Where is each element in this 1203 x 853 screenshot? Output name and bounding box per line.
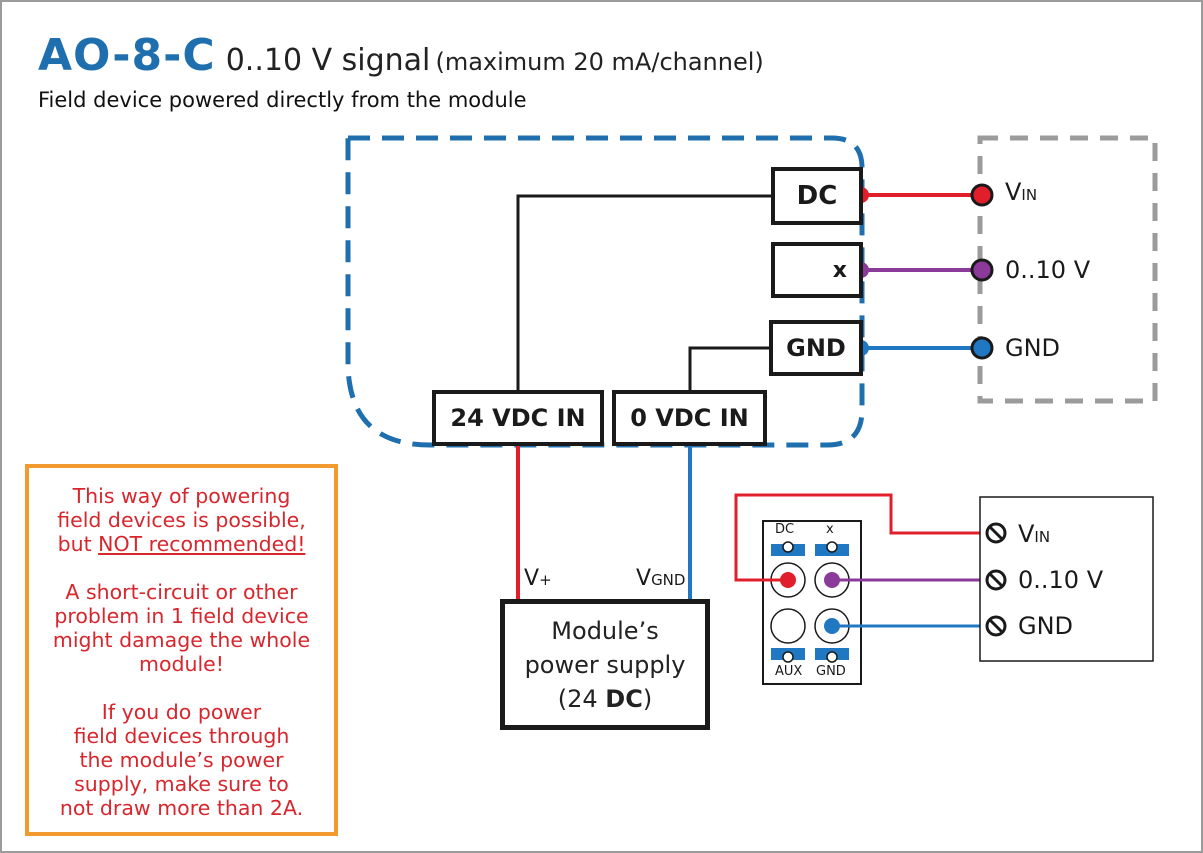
- internal-wire-0v: [688, 346, 773, 392]
- module-name: AO-8-C: [38, 30, 216, 81]
- field-vin-label: VIN: [1005, 178, 1038, 206]
- vin-pin-dot: [970, 183, 994, 207]
- field-device-2-box: [979, 496, 1154, 662]
- connector-wire-vin: [734, 493, 986, 582]
- power-supply-box: Module’s power supply (24 DC): [500, 599, 710, 730]
- connector-dot-gnd: [824, 618, 840, 634]
- field-signal-label: 0..10 V: [1005, 256, 1091, 284]
- internal-wire-24v: [516, 194, 773, 392]
- vplus-label: V+: [524, 566, 552, 591]
- title-signal: 0..10 V signal: [225, 43, 431, 78]
- psu-line-1: Module’s: [551, 617, 659, 645]
- terminal-0vdc-in: 0 VDC IN: [612, 390, 767, 446]
- field-device-boundary: [977, 135, 1158, 404]
- terminal-x: x: [771, 242, 863, 298]
- connector-label-gnd: GND: [816, 664, 846, 679]
- field2-signal-label: 0..10 V: [1018, 566, 1104, 594]
- connector-led-aux: [782, 651, 794, 663]
- connector-dot-dc: [780, 572, 796, 588]
- psu-line-3: (24 DC): [557, 685, 653, 713]
- terminal-gnd: GND: [769, 320, 863, 376]
- connector-led-x: [826, 541, 838, 553]
- connector-label-x: x: [826, 522, 834, 537]
- warning-paragraph-3: If you do power field devices through th…: [59, 700, 304, 820]
- psu-line-2: power supply: [524, 651, 686, 679]
- terminal-dc-label: DC: [796, 181, 838, 211]
- terminal-gnd-label: GND: [786, 334, 846, 362]
- connector-led-gnd: [826, 651, 838, 663]
- terminal-dc: DC: [771, 167, 863, 225]
- connector-label-dc: DC: [775, 522, 795, 537]
- module-boundary: [345, 135, 865, 448]
- not-recommended-text: NOT recommended!: [98, 532, 306, 556]
- terminal-24vdc-in: 24 VDC IN: [432, 390, 604, 446]
- connector-label-aux: AUX: [775, 664, 803, 679]
- field2-vin-label: VIN: [1018, 520, 1051, 548]
- page-subtitle: Field device powered directly from the m…: [38, 88, 527, 112]
- screw-terminal-vin-icon: [985, 522, 1007, 544]
- terminal-24vdc-label: 24 VDC IN: [450, 404, 586, 432]
- connector-socket-aux: [770, 608, 806, 644]
- page-title: AO-8-C 0..10 V signal (maximum 20 mA/chan…: [38, 30, 764, 81]
- warning-note: This way of powering field devices is po…: [25, 464, 338, 836]
- screw-terminal-gnd-icon: [985, 615, 1007, 637]
- signal-pin-dot: [970, 258, 994, 282]
- warning-paragraph-2: A short-circuit or other problem in 1 fi…: [52, 580, 311, 676]
- field-gnd-label: GND: [1005, 334, 1061, 362]
- terminal-0vdc-label: 0 VDC IN: [630, 404, 749, 432]
- connector-led-dc: [782, 541, 794, 553]
- gnd-pin-dot: [970, 336, 994, 360]
- vgnd-label: VGND: [636, 566, 686, 591]
- screw-terminal-signal-icon: [985, 569, 1007, 591]
- connector-dot-x: [824, 572, 840, 588]
- title-note: (maximum 20 mA/channel): [435, 48, 764, 76]
- warning-paragraph-1: This way of powering field devices is po…: [57, 484, 306, 556]
- field2-gnd-label: GND: [1018, 612, 1074, 640]
- terminal-x-label: x: [832, 257, 847, 283]
